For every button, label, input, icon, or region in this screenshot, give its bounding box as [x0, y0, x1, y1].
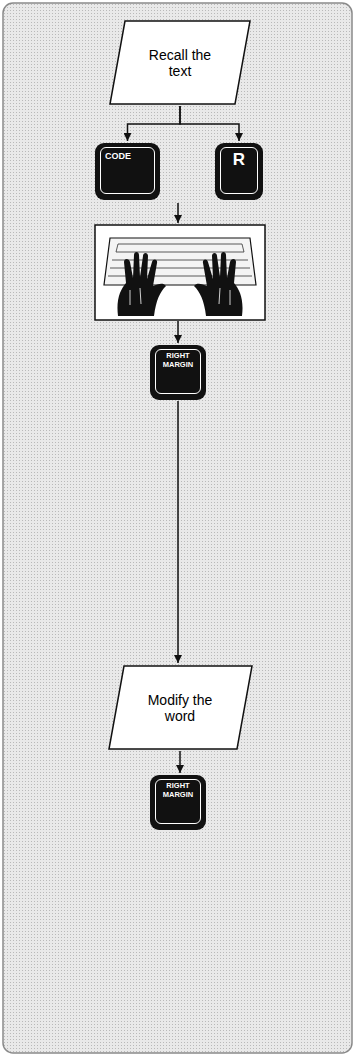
key-label: R: [233, 150, 245, 170]
flow-arrow: [128, 106, 181, 141]
io-parallelogram: Recall the text: [109, 20, 251, 105]
flow-arrow: [179, 751, 181, 773]
key-cap: RIGHT MARGIN: [150, 345, 206, 400]
flow-arrow: [177, 203, 179, 223]
key-cap: RIGHT MARGIN: [150, 775, 206, 830]
keyboard-hands-illustration: [95, 225, 265, 320]
step-text: Recall the text: [140, 47, 220, 79]
flow-arrow: [180, 106, 239, 141]
key-label: RIGHT MARGIN: [158, 782, 198, 799]
flow-arrow: [177, 401, 179, 663]
step-text: Modify the word: [140, 692, 220, 724]
key-label: RIGHT MARGIN: [158, 352, 198, 369]
parallelogram-outline: [110, 21, 250, 104]
io-parallelogram: Modify the word: [108, 665, 253, 750]
key-cap: CODE: [95, 143, 160, 200]
flow-arrow: [177, 321, 179, 343]
key-cap: R: [215, 143, 263, 200]
parallelogram-outline: [109, 666, 252, 749]
panel-frame: [3, 3, 352, 1053]
key-label: CODE: [105, 151, 131, 161]
